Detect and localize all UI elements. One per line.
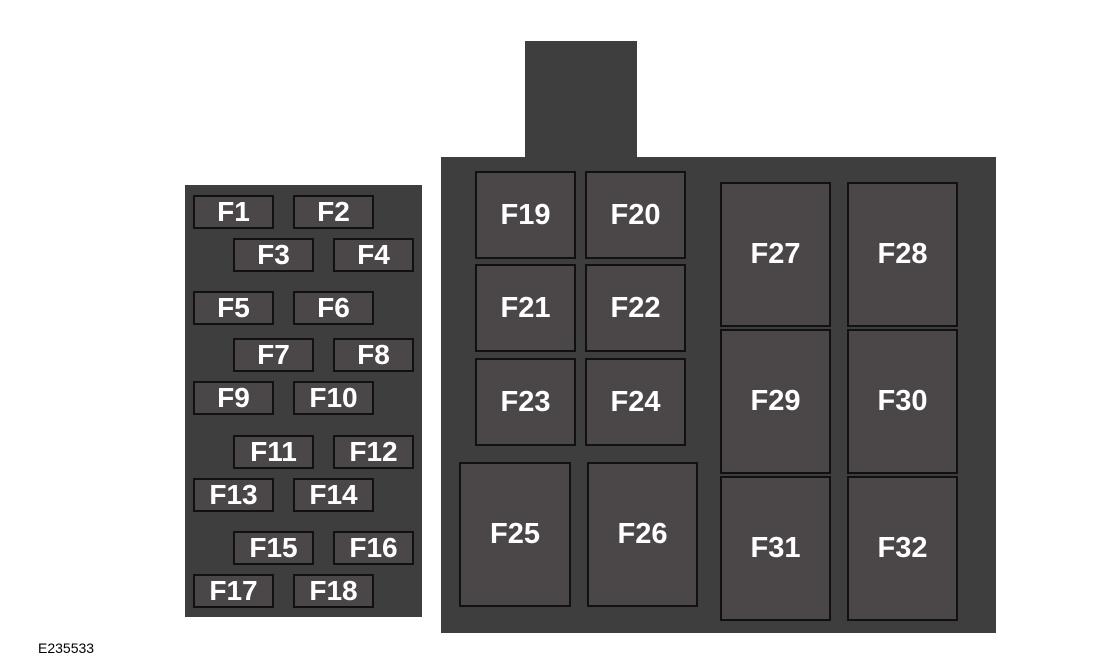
fuse-f18: F18: [293, 574, 374, 608]
fuse-f9: F9: [193, 381, 274, 415]
fuse-f4: F4: [333, 238, 414, 272]
fuse-f12: F12: [333, 435, 414, 469]
fuse-f23: F23: [475, 358, 576, 446]
fuse-f2: F2: [293, 195, 374, 229]
fuse-f15: F15: [233, 531, 314, 565]
fuse-f20: F20: [585, 171, 686, 259]
fuse-f11: F11: [233, 435, 314, 469]
fuse-f30: F30: [847, 329, 958, 474]
fuse-f26: F26: [587, 462, 698, 607]
fuse-f17: F17: [193, 574, 274, 608]
fuse-f21: F21: [475, 264, 576, 352]
fuse-f27: F27: [720, 182, 831, 327]
fuse-f25: F25: [459, 462, 571, 607]
fuse-f10: F10: [293, 381, 374, 415]
fuse-f5: F5: [193, 291, 274, 325]
fuse-f3: F3: [233, 238, 314, 272]
fuse-f1: F1: [193, 195, 274, 229]
fuse-f31: F31: [720, 476, 831, 621]
fuse-f14: F14: [293, 478, 374, 512]
fuse-f16: F16: [333, 531, 414, 565]
fuse-f6: F6: [293, 291, 374, 325]
fuse-f29: F29: [720, 329, 831, 474]
fuse-f13: F13: [193, 478, 274, 512]
fuse-f7: F7: [233, 338, 314, 372]
fuse-f24: F24: [585, 358, 686, 446]
fuse-f19: F19: [475, 171, 576, 259]
reference-code: E235533: [38, 640, 95, 656]
fuse-f32: F32: [847, 476, 958, 621]
fuse-f8: F8: [333, 338, 414, 372]
right-fuse-panel-tab: [525, 41, 637, 161]
fuse-f28: F28: [847, 182, 958, 327]
fuse-f22: F22: [585, 264, 686, 352]
